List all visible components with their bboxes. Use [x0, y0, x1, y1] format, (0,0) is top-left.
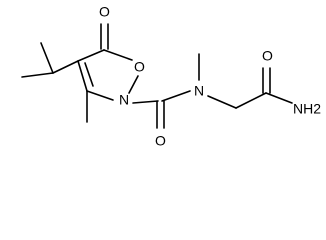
atom-amide-nh2: NH2	[293, 101, 321, 117]
bond-ch-me1	[40, 42, 54, 74]
bond-n2-c3	[86, 90, 114, 101]
bond-c4-ch	[52, 60, 79, 74]
bond-ch2-c	[235, 92, 267, 109]
bond-cu-n	[161, 90, 191, 102]
bond-c3-c4-inner	[84, 62, 94, 87]
bond-n2-cu	[132, 100, 159, 104]
atom-labels: O O N N O O NH2	[99, 4, 321, 149]
bond-c5-o1	[103, 49, 133, 61]
bond-c-nh2	[265, 92, 293, 104]
bond-ch-me2	[21, 72, 54, 78]
bond-n-ch2	[207, 95, 237, 109]
atom-amide-nitrogen: N	[194, 83, 204, 99]
molecule-diagram: O O N N O O NH2	[21, 4, 321, 149]
atom-ring-nitrogen: N	[119, 92, 129, 108]
atom-ring-carbonyl-oxygen: O	[99, 4, 110, 20]
bond-c3-c4	[77, 60, 88, 92]
atom-ring-oxygen: O	[134, 59, 145, 75]
bond-o1-n2	[128, 75, 139, 94]
bonds	[21, 23, 293, 129]
atom-terminal-carbonyl-oxygen: O	[262, 48, 273, 64]
bond-c4-c5	[77, 49, 105, 62]
atom-urea-carbonyl-oxygen: O	[155, 133, 166, 149]
